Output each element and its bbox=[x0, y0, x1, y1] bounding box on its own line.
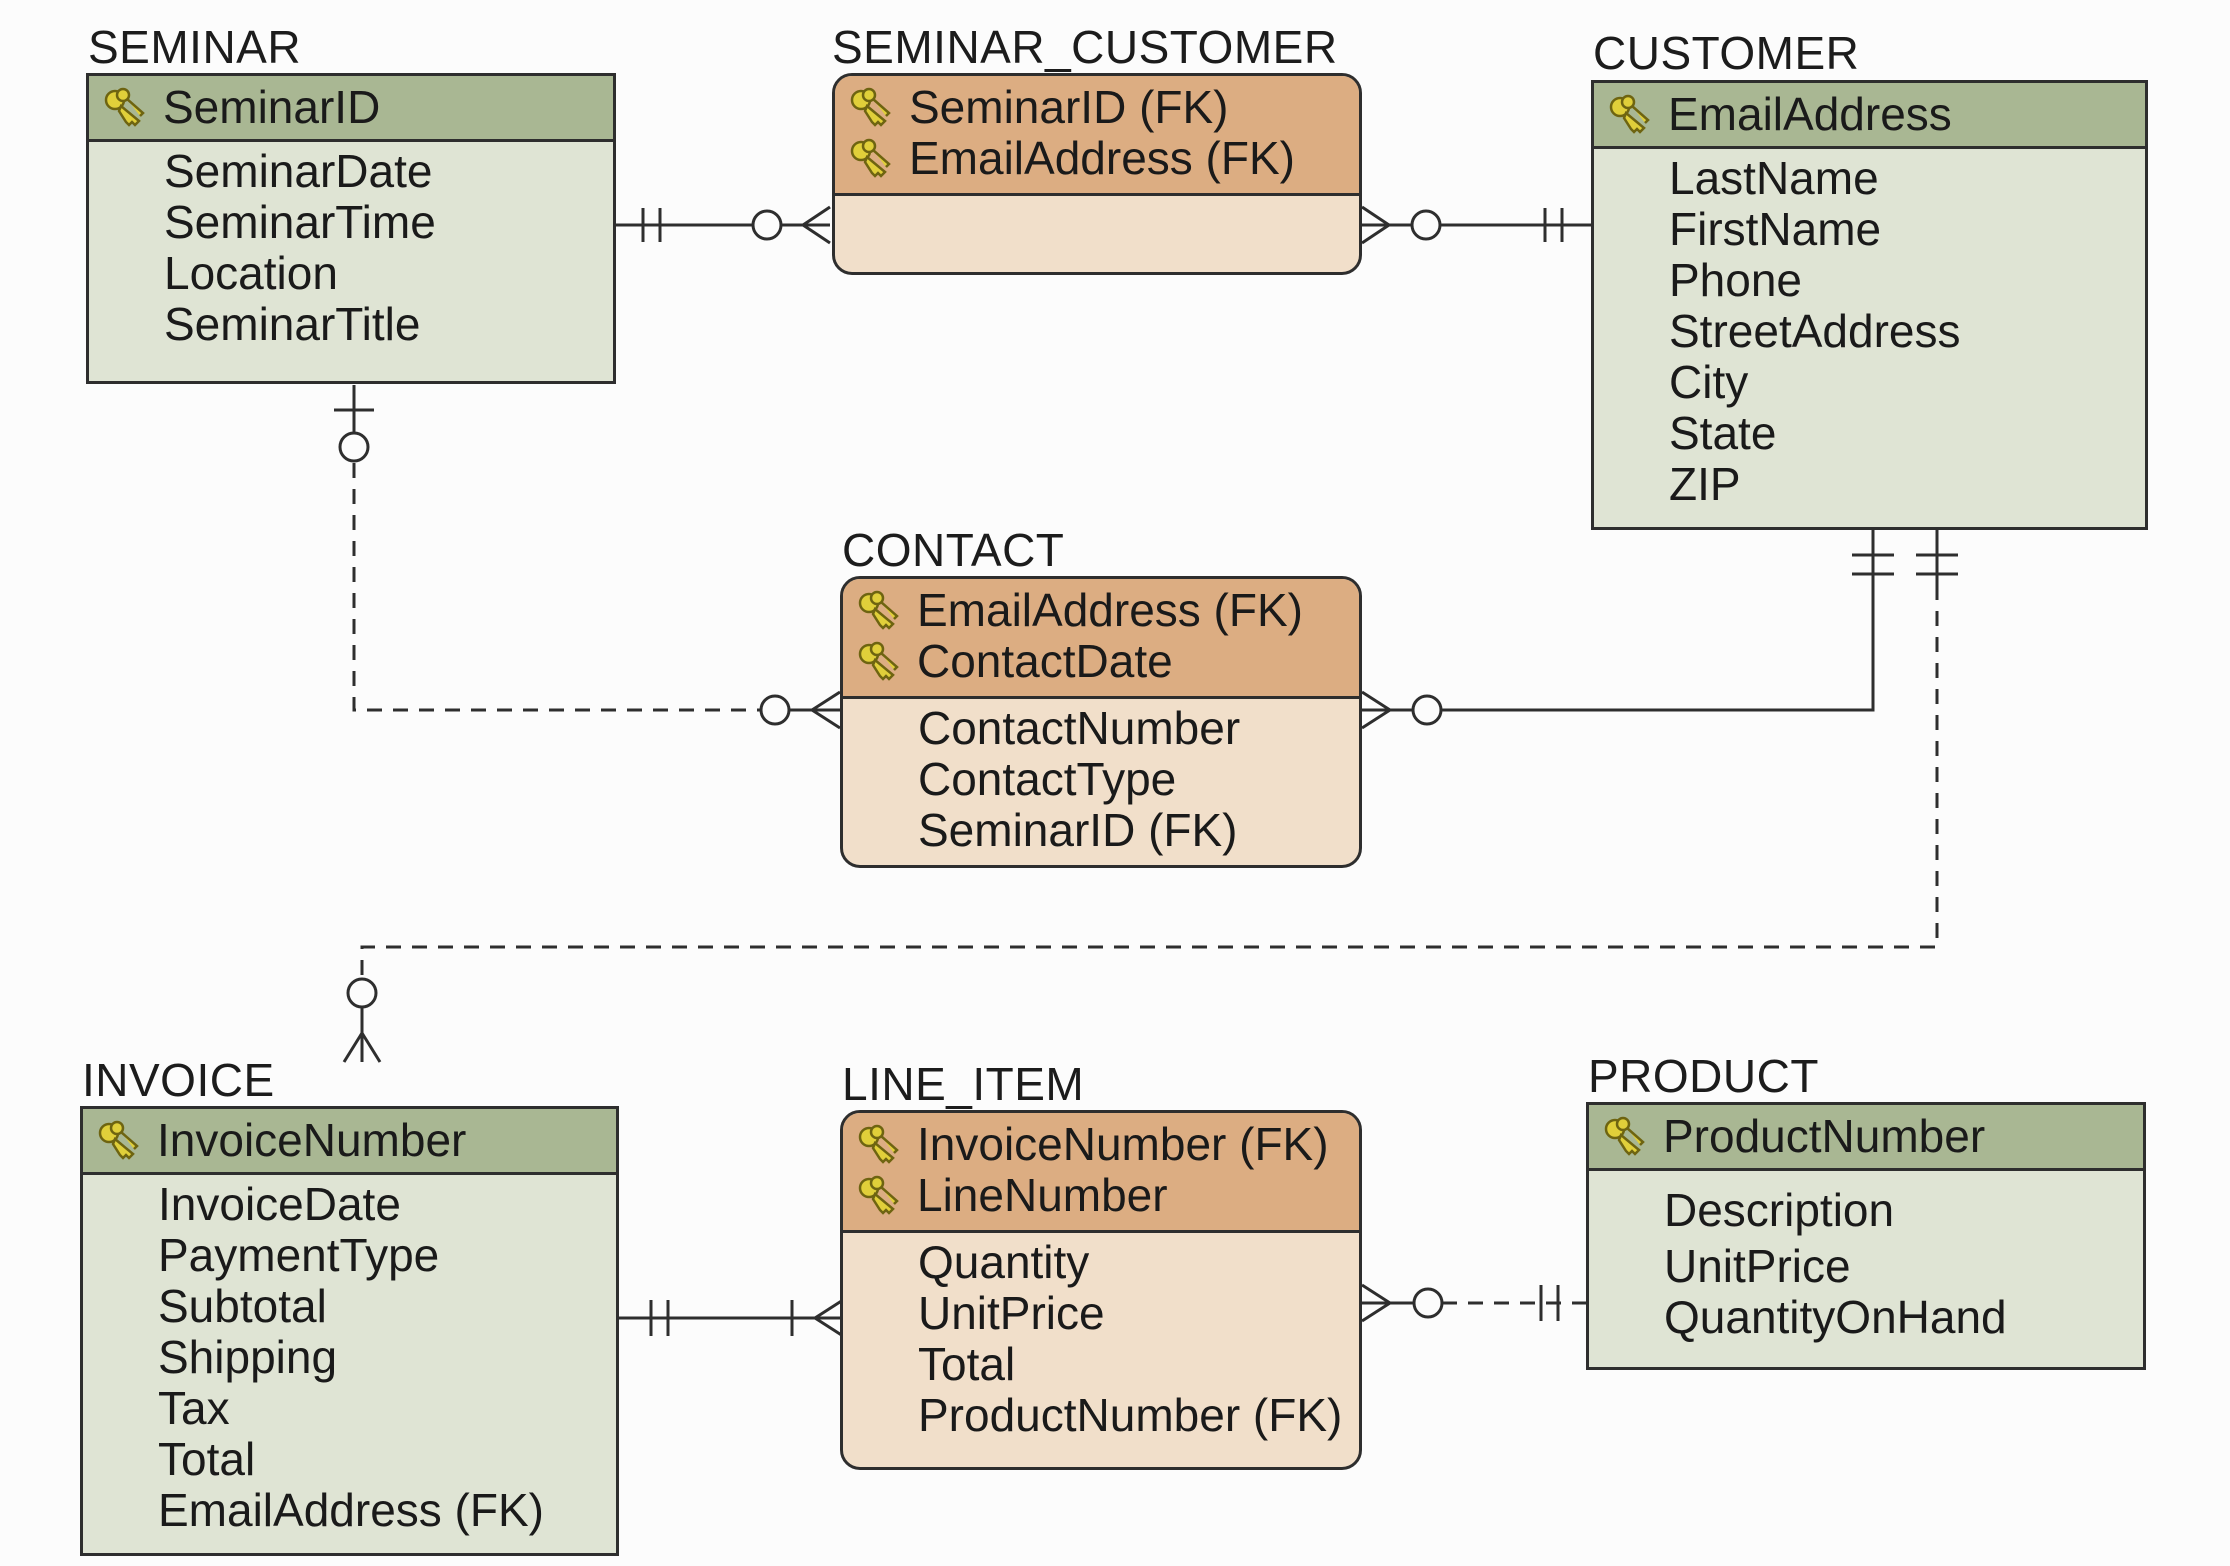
attribute: Total bbox=[158, 1433, 256, 1485]
key-icon bbox=[1604, 1116, 1645, 1156]
entity-customer-key-section: EmailAddress bbox=[1594, 83, 2145, 149]
attribute: ContactType bbox=[918, 753, 1177, 805]
pk-attribute: ContactDate bbox=[855, 636, 1349, 687]
attribute: PaymentType bbox=[158, 1229, 440, 1281]
entity-title-line-item: LINE_ITEM bbox=[842, 1058, 1085, 1110]
key-icon bbox=[1609, 94, 1650, 134]
entity-product[interactable]: ProductNumber Description UnitPrice Quan… bbox=[1586, 1102, 2146, 1370]
attribute: StreetAddress bbox=[1669, 305, 1961, 357]
pk-label: EmailAddress (FK) bbox=[909, 132, 1295, 184]
attribute: FirstName bbox=[1669, 203, 1882, 255]
entity-title-invoice: INVOICE bbox=[82, 1054, 275, 1106]
attribute: EmailAddress (FK) bbox=[158, 1484, 544, 1536]
attribute: SeminarID (FK) bbox=[918, 804, 1238, 856]
attribute: ZIP bbox=[1669, 458, 1741, 510]
entity-line-item-key-section: InvoiceNumber (FK) LineNumber bbox=[843, 1113, 1359, 1233]
rel-product-line-item bbox=[1361, 1283, 1588, 1323]
rel-customer-seminar-customer bbox=[1361, 205, 1593, 245]
key-icon bbox=[858, 1124, 899, 1164]
attribute: Tax bbox=[158, 1382, 230, 1434]
entity-line-item-attributes: Quantity UnitPrice Total ProductNumber (… bbox=[843, 1233, 1359, 1445]
entity-contact-attributes: ContactNumber ContactType SeminarID (FK) bbox=[843, 699, 1359, 860]
key-icon bbox=[858, 641, 899, 681]
rel-customer-invoice bbox=[342, 530, 1958, 1063]
attribute: Shipping bbox=[158, 1331, 338, 1383]
pk-attribute: LineNumber bbox=[855, 1170, 1349, 1221]
attribute: ProductNumber (FK) bbox=[918, 1389, 1343, 1441]
attribute: Total bbox=[918, 1338, 1016, 1390]
key-icon bbox=[850, 138, 891, 178]
attribute: Subtotal bbox=[158, 1280, 327, 1332]
entity-seminar-customer-key-section: SeminarID (FK) EmailAddress (FK) bbox=[835, 76, 1359, 196]
key-icon bbox=[104, 87, 145, 127]
attribute: InvoiceDate bbox=[158, 1178, 401, 1230]
pk-attribute: EmailAddress (FK) bbox=[847, 133, 1349, 184]
entity-invoice-key-section: InvoiceNumber bbox=[83, 1109, 616, 1175]
entity-invoice-attributes: InvoiceDate PaymentType Subtotal Shippin… bbox=[83, 1175, 616, 1540]
key-icon bbox=[858, 590, 899, 630]
entity-seminar-key-section: SeminarID bbox=[89, 76, 613, 142]
attribute: SeminarDate bbox=[164, 145, 433, 197]
entity-seminar-customer-attributes bbox=[835, 196, 1359, 204]
attribute: QuantityOnHand bbox=[1664, 1291, 2007, 1343]
pk-attribute: EmailAddress bbox=[1606, 89, 2135, 140]
entity-title-product: PRODUCT bbox=[1588, 1050, 1819, 1102]
attribute: LastName bbox=[1669, 152, 1879, 204]
pk-label: EmailAddress (FK) bbox=[917, 584, 1303, 636]
entity-title-seminar-customer: SEMINAR_CUSTOMER bbox=[832, 21, 1338, 73]
attribute: Quantity bbox=[918, 1236, 1090, 1288]
pk-label: ContactDate bbox=[917, 635, 1173, 687]
rel-seminar-seminar-customer bbox=[615, 205, 831, 245]
attribute: UnitPrice bbox=[1664, 1240, 1851, 1292]
attribute: SeminarTime bbox=[164, 196, 436, 248]
key-icon bbox=[850, 87, 891, 127]
entity-title-seminar: SEMINAR bbox=[88, 21, 302, 73]
attribute: Phone bbox=[1669, 254, 1803, 306]
rel-seminar-contact bbox=[334, 385, 841, 730]
pk-label: LineNumber bbox=[917, 1169, 1168, 1221]
entity-seminar[interactable]: SeminarID SeminarDate SeminarTime Locati… bbox=[86, 73, 616, 384]
entity-product-attributes: Description UnitPrice QuantityOnHand bbox=[1589, 1171, 2143, 1347]
key-icon bbox=[858, 1175, 899, 1215]
pk-label: InvoiceNumber bbox=[157, 1114, 467, 1166]
pk-label: SeminarID (FK) bbox=[909, 81, 1229, 133]
pk-label: ProductNumber bbox=[1663, 1110, 1986, 1162]
pk-attribute: SeminarID (FK) bbox=[847, 82, 1349, 133]
attribute: State bbox=[1669, 407, 1777, 459]
entity-contact[interactable]: EmailAddress (FK) ContactDate ContactNum… bbox=[840, 576, 1362, 868]
rel-invoice-line-item bbox=[619, 1298, 844, 1338]
rel-customer-contact bbox=[1361, 530, 1894, 730]
pk-attribute: EmailAddress (FK) bbox=[855, 585, 1349, 636]
entity-title-contact: CONTACT bbox=[842, 524, 1065, 576]
attribute: City bbox=[1669, 356, 1749, 408]
pk-attribute: InvoiceNumber bbox=[95, 1115, 606, 1166]
pk-attribute: InvoiceNumber (FK) bbox=[855, 1119, 1349, 1170]
attribute: Description bbox=[1664, 1184, 1895, 1236]
entity-customer[interactable]: EmailAddress LastName FirstName Phone St… bbox=[1591, 80, 2148, 530]
attribute: ContactNumber bbox=[918, 702, 1241, 754]
entity-title-customer: CUSTOMER bbox=[1593, 27, 1860, 79]
entity-seminar-customer[interactable]: SeminarID (FK) EmailAddress (FK) bbox=[832, 73, 1362, 275]
entity-seminar-attributes: SeminarDate SeminarTime Location Seminar… bbox=[89, 142, 613, 354]
key-icon bbox=[98, 1120, 139, 1160]
pk-attribute: SeminarID bbox=[101, 82, 603, 133]
entity-customer-attributes: LastName FirstName Phone StreetAddress C… bbox=[1594, 149, 2145, 514]
attribute: SeminarTitle bbox=[164, 298, 421, 350]
entity-line-item[interactable]: InvoiceNumber (FK) LineNumber Quantity U… bbox=[840, 1110, 1362, 1470]
attribute: UnitPrice bbox=[918, 1287, 1105, 1339]
pk-attribute: ProductNumber bbox=[1601, 1111, 2133, 1162]
pk-label: SeminarID bbox=[163, 81, 381, 133]
entity-invoice[interactable]: InvoiceNumber InvoiceDate PaymentType Su… bbox=[80, 1106, 619, 1556]
attribute: Location bbox=[164, 247, 338, 299]
entity-product-key-section: ProductNumber bbox=[1589, 1105, 2143, 1171]
pk-label: EmailAddress bbox=[1668, 88, 1952, 140]
entity-contact-key-section: EmailAddress (FK) ContactDate bbox=[843, 579, 1359, 699]
pk-label: InvoiceNumber (FK) bbox=[917, 1118, 1329, 1170]
